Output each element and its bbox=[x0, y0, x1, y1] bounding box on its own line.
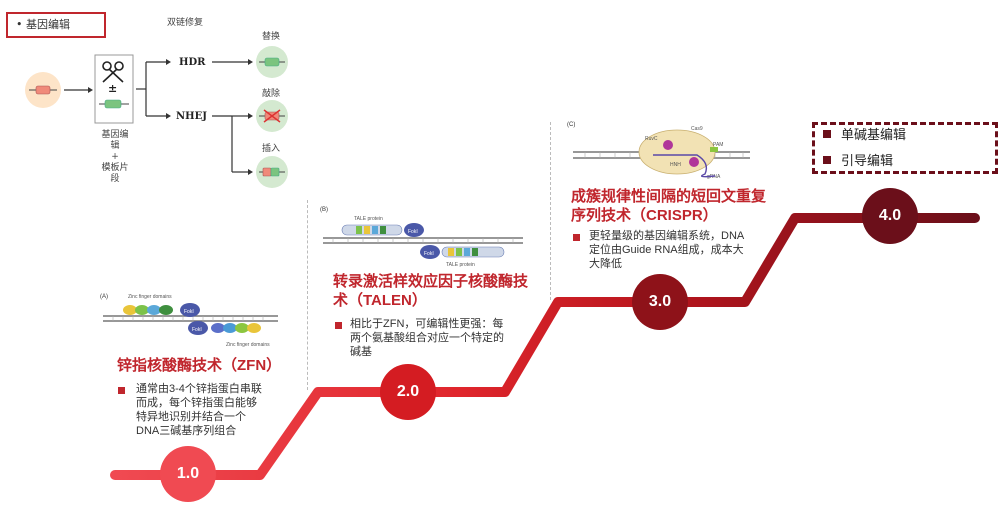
zinc-finger-3 bbox=[147, 305, 161, 315]
scissors-icon bbox=[102, 61, 124, 83]
talen-diagram: (B) TALE protein TALE protein FokI FokI bbox=[320, 207, 523, 268]
zfn-bullet bbox=[118, 387, 125, 394]
gene-editing-schematic bbox=[25, 46, 288, 188]
talen-title: 转录激活样效应因子核酸酶技 术（TALEN） bbox=[333, 272, 528, 310]
insert-label: 插入 bbox=[262, 144, 281, 154]
replace-label: 替换 bbox=[262, 32, 281, 42]
crispr-diagram: (C) Cas9 RuvC HNH PAM gRNA bbox=[567, 122, 750, 180]
ruvc-domain bbox=[663, 140, 673, 150]
talen-bullet bbox=[335, 322, 342, 329]
future-techniques-box bbox=[812, 122, 998, 174]
future-item-2: 引导编辑 bbox=[841, 153, 894, 168]
stage-circle-3: 3.0 bbox=[632, 274, 688, 330]
crispr-desc-line-2: 定位由Guide RNA组成，成本大 bbox=[589, 244, 744, 256]
talen-label-foki-top: FokI bbox=[408, 229, 418, 235]
crispr-title: 成簇规律性间隔的短回文重复 序列技术（CRISPR） bbox=[571, 187, 766, 225]
zfn-desc-line-2: 而成，每个锌指蛋白能够 bbox=[136, 397, 257, 409]
talen-description: 相比于ZFN，可编辑性更强：每 两个氨基酸组合对应一个特定的 碱基 bbox=[350, 317, 504, 359]
caption-line-2: + bbox=[111, 152, 119, 162]
zinc-finger-2 bbox=[135, 305, 149, 315]
crispr-label-grna: gRNA bbox=[707, 174, 721, 180]
crispr-label-pam: PAM bbox=[713, 142, 723, 148]
crispr-bullet bbox=[573, 234, 580, 241]
talen-panel-label: (B) bbox=[320, 207, 328, 213]
nhej-label: NHEJ bbox=[176, 111, 207, 122]
talen-title-line-1: 转录激活样效应因子核酸酶技 bbox=[333, 273, 529, 290]
talen-title-line-2: 术（TALEN） bbox=[333, 292, 427, 309]
zfn-desc-line-3: 特异地识别并结合一个 bbox=[136, 411, 246, 423]
editor-caption: 基因编辑 + 模板片段 bbox=[98, 130, 132, 185]
zinc-finger-7 bbox=[235, 323, 249, 333]
dsb-title: 双链修复 bbox=[167, 18, 204, 28]
zfn-title: 锌指核酸酶技术（ZFN） bbox=[117, 357, 282, 374]
zinc-finger-1 bbox=[123, 305, 137, 315]
stage-circle-4: 4.0 bbox=[862, 188, 918, 244]
crispr-label-ruvc: RuvC bbox=[645, 136, 658, 142]
crispr-panel-label: (C) bbox=[567, 122, 575, 128]
crispr-description: 更轻量级的基因编辑系统，DNA 定位由Guide RNA组成，成本大 大降低 bbox=[589, 229, 744, 271]
editor-box bbox=[94, 54, 134, 124]
future-bullet-1 bbox=[823, 130, 831, 138]
foki-bottom bbox=[188, 321, 208, 335]
zfn-label-zinc-bottom: Zinc finger domains bbox=[226, 342, 270, 348]
grna-strand bbox=[653, 154, 716, 178]
tag-label: 基因编辑 bbox=[26, 18, 70, 31]
pam-site bbox=[710, 147, 718, 152]
crispr-label-hnh: HNH bbox=[670, 162, 681, 168]
zfn-diagram: (A) Zinc finger domains Zinc finger doma… bbox=[100, 294, 278, 348]
zinc-finger-4 bbox=[159, 305, 173, 315]
hdr-label: HDR bbox=[179, 57, 206, 68]
section-tag: • 基因编辑 bbox=[6, 12, 106, 38]
zinc-finger-8 bbox=[247, 323, 261, 333]
separator-2 bbox=[307, 200, 308, 390]
knockout-label: 敲除 bbox=[262, 89, 281, 99]
template-fragment bbox=[104, 99, 122, 109]
talen-desc-line-3: 碱基 bbox=[350, 346, 372, 358]
plus-minus-sign: ± bbox=[108, 82, 118, 95]
future-bullet-2 bbox=[823, 156, 831, 164]
talen-label-foki-bottom: FokI bbox=[424, 251, 434, 257]
staircase-line bbox=[110, 213, 980, 480]
zinc-finger-6 bbox=[223, 323, 237, 333]
zfn-desc-line-4: DNA三碱基序列组合 bbox=[136, 425, 237, 437]
crispr-desc-line-1: 更轻量级的基因编辑系统，DNA bbox=[589, 230, 745, 242]
stage-circle-1: 1.0 bbox=[160, 446, 216, 502]
crispr-label-cas9: Cas9 bbox=[691, 126, 703, 132]
caption-line-1: 基因编辑 bbox=[101, 130, 129, 151]
talen-label-bottom: TALE protein bbox=[446, 262, 475, 268]
zfn-label-zinc-top: Zinc finger domains bbox=[128, 294, 172, 300]
crispr-desc-line-3: 大降低 bbox=[589, 258, 622, 270]
crispr-title-line-2: 序列技术（CRISPR） bbox=[571, 207, 718, 224]
hnh-domain bbox=[689, 157, 699, 167]
zinc-finger-5 bbox=[211, 323, 225, 333]
talen-foki-top bbox=[404, 223, 424, 237]
tag-bullet: • bbox=[16, 18, 23, 31]
caption-line-3: 模板片段 bbox=[101, 163, 129, 184]
talen-desc-line-1: 相比于ZFN，可编辑性更强：每 bbox=[350, 318, 504, 330]
talen-label-top: TALE protein bbox=[354, 216, 383, 222]
zfn-label-foki-bottom: FokI bbox=[192, 327, 202, 333]
stage-circle-2: 2.0 bbox=[380, 364, 436, 420]
zfn-description: 通常由3-4个锌指蛋白串联 而成，每个锌指蛋白能够 特异地识别并结合一个 DNA… bbox=[136, 382, 262, 438]
talen-foki-bottom bbox=[420, 245, 440, 259]
zfn-label-foki-top: FokI bbox=[184, 309, 194, 315]
zfn-panel-label: (A) bbox=[100, 294, 108, 300]
foki-top bbox=[180, 303, 200, 317]
crispr-title-line-1: 成簇规律性间隔的短回文重复 bbox=[571, 188, 767, 205]
separator-3 bbox=[550, 122, 551, 300]
talen-desc-line-2: 两个氨基酸组合对应一个特定的 bbox=[350, 332, 504, 344]
zfn-desc-line-1: 通常由3-4个锌指蛋白串联 bbox=[136, 383, 262, 395]
future-item-1: 单碱基编辑 bbox=[841, 127, 907, 142]
